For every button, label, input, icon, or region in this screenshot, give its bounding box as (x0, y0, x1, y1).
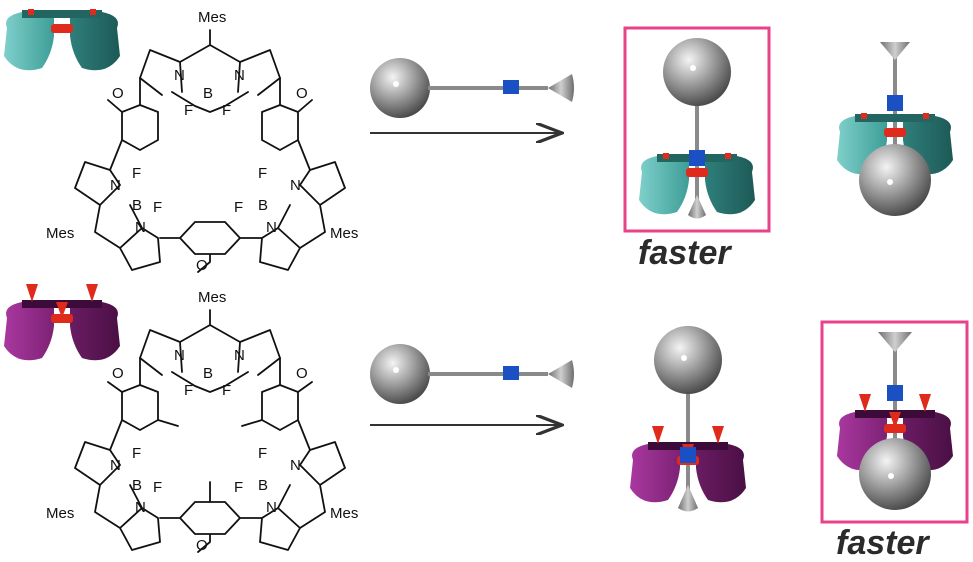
atom-label: N (110, 457, 121, 474)
atom-label: F (153, 479, 162, 496)
result-label: faster (638, 234, 732, 272)
atom-label: F (222, 102, 231, 119)
atom-label: B (132, 477, 142, 494)
atom-label: F (234, 199, 243, 216)
mes-label: Mes (198, 289, 226, 306)
mes-label: Mes (330, 505, 358, 522)
atom-label: F (184, 102, 193, 119)
atom-label: N (266, 219, 277, 236)
atom-label: F (258, 445, 267, 462)
atom-label: N (135, 219, 146, 236)
atom-label: B (258, 477, 268, 494)
atom-label: N (174, 347, 185, 364)
rotaxane-icon (837, 42, 953, 216)
mes-label: Mes (198, 9, 226, 26)
bodipy-macrocycle-bottom: Mes N N B F F O O N B F F N Mes N B F F … (46, 289, 358, 554)
bodipy-macrocycle-top: Mes N N B F F O O N B F F N Mes N B F F … (46, 9, 358, 274)
atom-label: O (196, 257, 208, 274)
highlight-frame (623, 26, 771, 233)
atom-label: N (266, 499, 277, 516)
atom-label: F (132, 445, 141, 462)
atom-label: N (110, 177, 121, 194)
macrocycle-teal-icon (4, 9, 120, 71)
result-label: faster (836, 524, 930, 562)
atom-label: F (132, 165, 141, 182)
highlight-frame (820, 320, 969, 524)
ball-axle-icon (368, 56, 576, 120)
atom-label: N (234, 347, 245, 364)
atom-label: N (290, 177, 301, 194)
atom-label: F (153, 199, 162, 216)
atom-label: O (196, 537, 208, 554)
atom-label: N (290, 457, 301, 474)
ball-axle-icon (368, 342, 576, 406)
atom-label: N (174, 67, 185, 84)
atom-label: O (296, 85, 308, 102)
atom-label: O (296, 365, 308, 382)
atom-label: O (112, 365, 124, 382)
mes-label: Mes (46, 505, 74, 522)
macrocycle-purple-icon (4, 284, 120, 361)
atom-label: N (135, 499, 146, 516)
atom-label: O (112, 85, 124, 102)
atom-label: F (184, 382, 193, 399)
atom-label: F (234, 479, 243, 496)
atom-label: F (222, 382, 231, 399)
atom-label: B (203, 85, 213, 102)
rotaxane-icon (639, 38, 755, 219)
atom-label: B (258, 197, 268, 214)
rotaxane-icon (837, 332, 953, 510)
mes-label: Mes (330, 225, 358, 242)
atom-label: B (132, 197, 142, 214)
atom-label: N (234, 67, 245, 84)
mes-label: Mes (46, 225, 74, 242)
atom-label: B (203, 365, 213, 382)
rotaxane-icon (630, 326, 746, 512)
atom-label: F (258, 165, 267, 182)
